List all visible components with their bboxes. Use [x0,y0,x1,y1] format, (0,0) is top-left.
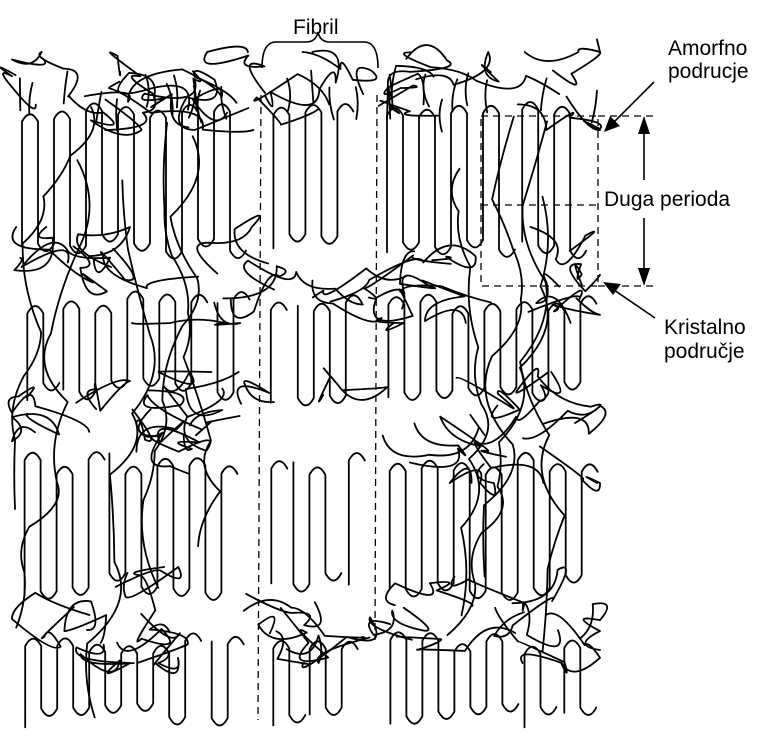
amorphous-chain [76,380,130,411]
amorphous-chain [440,417,543,483]
chain-end [485,80,487,112]
chain-end [440,100,443,132]
amorphous-chain [197,216,268,274]
amorphous-chain [369,608,429,635]
long-period-arrowhead-down [638,268,650,286]
chain-end [64,71,68,103]
long-period-arrowhead-up [638,116,650,134]
folded-chain [349,453,365,585]
amorphous-chain [12,414,59,442]
chain-end [287,79,290,111]
amorphous-chain [144,390,240,435]
amorphous-chain [525,39,601,84]
chain-end [329,88,334,120]
amorphous-chain [254,74,329,125]
amorphous-chain [388,45,451,100]
folded-chain [390,632,518,724]
amorphous-chain [410,423,466,467]
amorphous-chain [450,464,496,495]
amorphous-label-line2: podrucje [668,60,749,83]
folded-chain [25,452,105,599]
fibril-right-boundary [375,95,377,640]
amorphous-chain [303,52,377,94]
folded-chain [564,641,596,716]
amorphous-chain [570,264,600,291]
amorphous-chain [531,227,595,264]
amorphous-chain [223,266,286,318]
amorphous-label-line1: Amorfno [668,37,747,60]
amorphous-chain [237,381,274,404]
crystalline-label-line2: područje [664,340,745,363]
amorphous-chain [374,285,491,321]
fibril-label: Fibril [293,16,339,39]
folded-chain [293,462,341,591]
chain-end [311,71,313,103]
chain-end [592,91,597,123]
amorphous-chain [313,268,408,297]
chain-end [29,83,32,115]
folded-chain [310,641,358,715]
crystalline-label-line1: Kristalno [664,316,746,339]
amorphous-pointer-line [612,82,654,124]
amorphous-chain [118,73,189,110]
amorphous-chain [540,446,600,490]
amorphous-chain [276,617,412,667]
amorphous-chain [457,378,520,418]
crystalline-pointer-line [614,290,655,318]
amorphous-chain [495,608,567,673]
amorphous-chain [22,243,110,273]
folded-chain [212,637,244,726]
chain-end [356,87,358,119]
long-period-label: Duga perioda [604,188,730,211]
chain-end [387,87,388,119]
folded-chain [271,461,287,583]
folded-chain [271,303,287,403]
amorphous-chain [386,582,473,606]
chain-end [174,76,177,108]
folded-chain [390,453,598,600]
amorphous-chain [64,601,106,643]
chain-end [466,73,469,105]
folded-chain [273,104,353,248]
polymer-chains [0,39,607,727]
amorphous-chain [266,51,339,107]
